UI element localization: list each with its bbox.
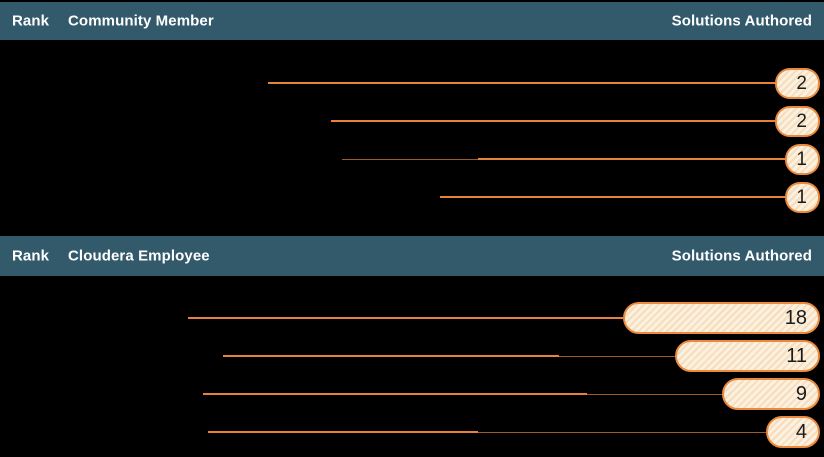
solutions-count-pill: 2 (775, 106, 820, 137)
pill-value: 11 (786, 344, 807, 367)
pill-value: 1 (796, 186, 807, 208)
solutions-authored-column-header: Solutions Authored (671, 12, 812, 30)
community-member-column-header: Community Member (68, 12, 214, 30)
solutions-count-pill: 11 (675, 340, 820, 372)
pill-value: 4 (795, 420, 807, 443)
bar-line (223, 355, 559, 357)
bar-line (188, 317, 623, 319)
solutions-authored-column-header: Solutions Authored (671, 247, 812, 265)
solutions-count-pill: 4 (766, 416, 820, 448)
bar-line (331, 120, 775, 122)
leader-line (478, 432, 766, 433)
bar-line (478, 158, 785, 160)
bar-line (203, 393, 587, 395)
cloudera-employee-table-header: Rank Cloudera Employee Solutions Authore… (0, 236, 824, 276)
pill-value: 2 (796, 72, 807, 94)
leader-line (559, 356, 675, 357)
solutions-count-pill: 1 (785, 144, 820, 175)
rank-column-header: Rank (12, 247, 50, 265)
pill-value: 2 (796, 110, 807, 132)
leader-line (587, 394, 722, 395)
bar-line (268, 82, 775, 84)
community-member-table-header: Rank Community Member Solutions Authored (0, 2, 824, 40)
solutions-count-pill: 1 (785, 182, 820, 213)
solutions-count-pill: 18 (623, 302, 820, 334)
solutions-count-pill: 2 (775, 68, 820, 99)
rank-column-header: Rank (12, 12, 50, 30)
solutions-count-pill: 9 (722, 378, 820, 410)
bar-line (440, 196, 785, 198)
bar-line (208, 431, 478, 433)
pill-value: 18 (784, 306, 807, 329)
pill-value: 1 (796, 148, 807, 170)
pill-value: 9 (795, 382, 807, 405)
leader-line (342, 159, 478, 160)
cloudera-employee-column-header: Cloudera Employee (68, 247, 210, 265)
